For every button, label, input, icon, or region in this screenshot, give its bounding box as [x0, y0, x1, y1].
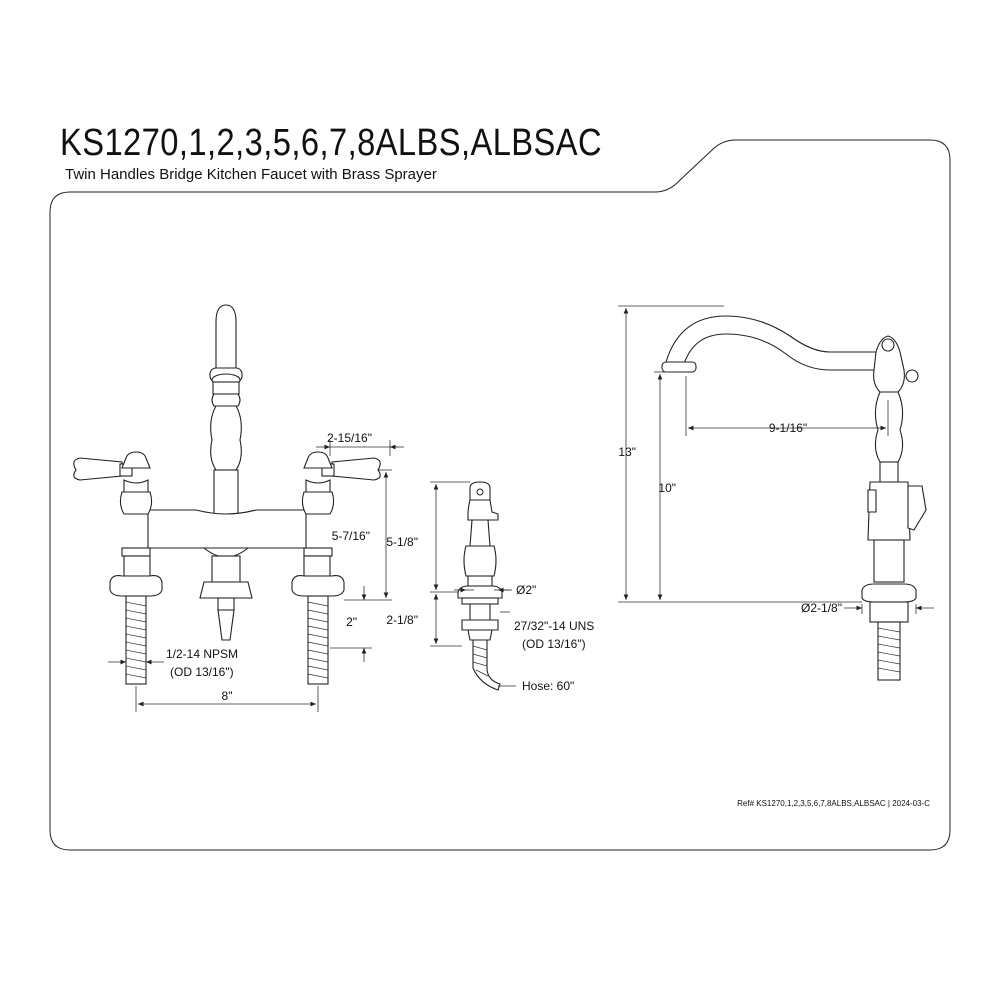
dim-shank-length: 2": [346, 615, 357, 629]
sprayer-dim-thread-od: (OD 13/16"): [522, 637, 586, 651]
front-dimensions: [108, 440, 404, 712]
side-dim-spout-height: 10": [658, 481, 676, 495]
side-thread-hatching: [877, 627, 901, 673]
page-title: KS1270,1,2,3,5,6,7,8ALBS,ALBSAC: [60, 122, 603, 164]
footer-reference: Ref# KS1270,1,2,3,5,6,7,8ALBS,ALBSAC | 2…: [737, 799, 930, 808]
front-view-faucet: [73, 304, 381, 685]
drawing-border: [49, 139, 951, 851]
dim-thread-od: (OD 13/16"): [170, 665, 234, 679]
sprayer-dimensions: [430, 481, 516, 687]
front-thread-hatching: [125, 601, 329, 679]
dim-handle-spacing: 2-15/16": [327, 431, 372, 445]
dim-thread-spec: 1/2-14 NPSM: [166, 647, 238, 661]
hose-hatching: [472, 645, 489, 677]
sprayer-dim-diameter: Ø2": [516, 583, 536, 597]
sprayer-dim-height: 5-1/8": [386, 535, 418, 549]
sprayer-dim-thread: 27/32"-14 UNS: [514, 619, 594, 633]
sprayer-dim-shank: 2-1/8": [386, 613, 418, 627]
sprayer-drawing: [457, 481, 503, 691]
side-view-faucet: [661, 315, 927, 681]
side-dimensions: [618, 305, 934, 614]
dim-center-spacing: 8": [222, 689, 233, 703]
sprayer-dim-hose: Hose: 60": [522, 679, 574, 693]
dim-body-height: 5-7/16": [332, 529, 370, 543]
side-dim-reach: 9-1/16": [769, 421, 807, 435]
page-subtitle: Twin Handles Bridge Kitchen Faucet with …: [65, 166, 437, 183]
side-dim-overall: 13": [618, 445, 636, 459]
side-dim-base: Ø2-1/8": [801, 601, 842, 615]
